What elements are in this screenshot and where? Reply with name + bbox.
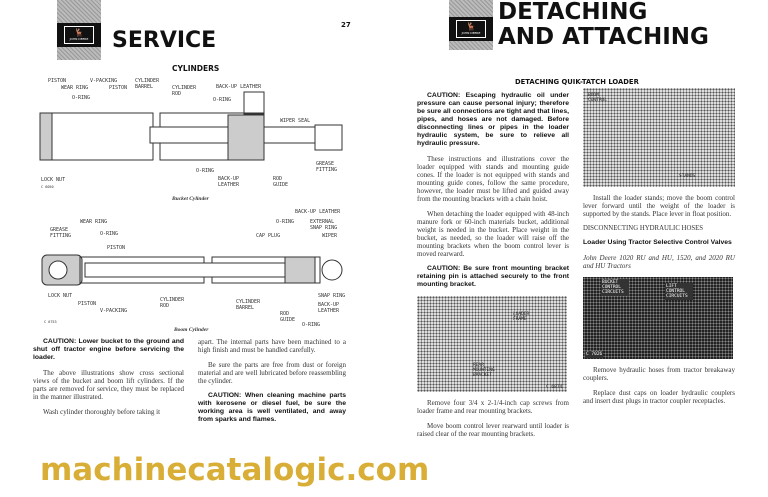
svg-text:FITTING: FITTING <box>50 233 71 239</box>
bucket-cylinder-caption: Bucket Cylinder <box>172 196 209 202</box>
svg-text:BARREL: BARREL <box>236 305 254 311</box>
svg-text:O-RING: O-RING <box>213 97 231 103</box>
subheading-selective-valves: Loader Using Tractor Selective Control V… <box>583 239 732 246</box>
hydraulic-hoses-photo: BUCKET CONTROL CIRCUITS LIFT CONTROL CIR… <box>583 277 733 359</box>
svg-text:WIPER: WIPER <box>322 233 338 239</box>
loader-stands-photo: BOOM CONTROL STANDS <box>583 88 735 187</box>
left-column-1: CAUTION: Lower bucket to the ground and … <box>33 338 184 416</box>
paragraph-instructions: These instructions and illustrations cov… <box>417 155 569 203</box>
svg-text:ROD: ROD <box>273 176 282 182</box>
photo-id: C 6874 <box>546 385 563 390</box>
svg-text:BACK-UP: BACK-UP <box>218 176 239 182</box>
svg-text:GUIDE: GUIDE <box>273 182 288 188</box>
paragraph-detaching: When detaching the loader equipped with … <box>417 210 569 258</box>
photo-label: STANDS <box>679 174 696 179</box>
svg-text:C 6050: C 6050 <box>41 185 54 189</box>
paragraph-wash: Wash cylinder thoroughly before taking i… <box>43 408 161 416</box>
svg-text:CYLINDER: CYLINDER <box>236 299 261 305</box>
loader-photo: LOADER FRAME REAR MOUNTING BRACKET C 687… <box>417 296 567 392</box>
svg-text:PISTON: PISTON <box>78 301 96 307</box>
svg-text:O-RING: O-RING <box>100 231 118 237</box>
page-title: SERVICE <box>112 28 217 53</box>
page-title-line1: DETACHING <box>498 0 648 25</box>
paragraph-move-lever: Move boom control lever rearward until l… <box>417 422 569 438</box>
caution-lower-bucket: CAUTION: Lower bucket to the ground and … <box>33 338 184 361</box>
svg-text:LOCK NUT: LOCK NUT <box>41 177 65 183</box>
paragraph-install-stands: Install the loader stands; move the boom… <box>583 194 735 218</box>
svg-text:BACK-UP LEATHER: BACK-UP LEATHER <box>216 84 262 90</box>
svg-text:SNAP RING: SNAP RING <box>318 293 345 299</box>
svg-text:ROD: ROD <box>160 303 169 309</box>
section-title: CYLINDERS <box>172 64 220 73</box>
svg-text:WIPER SEAL: WIPER SEAL <box>280 118 310 124</box>
svg-text:EXTERNAL: EXTERNAL <box>310 219 334 225</box>
svg-text:SNAP RING: SNAP RING <box>310 225 337 231</box>
svg-text:LEATHER: LEATHER <box>218 182 240 188</box>
svg-text:O-RING: O-RING <box>196 168 214 174</box>
svg-text:LEATHER: LEATHER <box>318 308 340 314</box>
left-column-2: apart. The internal parts have been mach… <box>198 338 346 424</box>
svg-text:ROD: ROD <box>280 311 289 317</box>
page-number: 27 <box>341 21 351 29</box>
svg-text:PISTON: PISTON <box>48 78 66 84</box>
svg-text:FITTING: FITTING <box>316 167 337 173</box>
svg-text:BACK-UP: BACK-UP <box>318 302 339 308</box>
svg-text:GUIDE: GUIDE <box>280 317 295 323</box>
svg-text:ROD: ROD <box>172 91 181 97</box>
svg-text:O-RING: O-RING <box>302 322 320 327</box>
section-title: DETACHING QUIK-TATCH LOADER <box>515 78 639 86</box>
photo-label: LIFT CONTROL CIRCUITS <box>665 283 693 300</box>
svg-text:CYLINDER: CYLINDER <box>160 297 185 303</box>
john-deere-logo: 🦌JOHN DEERE <box>57 0 101 60</box>
paragraph-remove-hoses: Remove hydraulic hoses from tractor brea… <box>583 366 735 382</box>
tractor-models: John Deere 1020 RU and HU, 1520, and 202… <box>583 254 735 270</box>
logo-text: JOHN DEERE <box>461 31 481 35</box>
right-column-1: CAUTION: Escaping hydraulic oil under pr… <box>417 92 569 438</box>
caution-cleaning: CAUTION: When cleaning machine parts wit… <box>198 392 346 423</box>
photo-label: REAR MOUNTING BRACKET <box>473 363 495 378</box>
logo-text: JOHN DEERE <box>69 37 89 41</box>
boom-cylinder-caption: Boom Cylinder <box>174 327 209 333</box>
svg-text:WEAR RING: WEAR RING <box>80 219 107 225</box>
svg-text:GREASE: GREASE <box>316 161 334 167</box>
svg-text:BARREL: BARREL <box>135 84 153 90</box>
svg-text:O-RING: O-RING <box>72 95 90 101</box>
svg-text:C 6753: C 6753 <box>44 320 57 324</box>
photo-label: BOOM CONTROL <box>588 93 607 103</box>
svg-text:O-RING: O-RING <box>276 219 294 225</box>
svg-text:CAP PLUG: CAP PLUG <box>256 233 280 239</box>
photo-label: LOADER FRAME <box>513 312 530 322</box>
svg-text:PISTON: PISTON <box>109 85 127 91</box>
svg-text:GREASE: GREASE <box>50 227 68 233</box>
right-column-2: BOOM CONTROL STANDS Install the loader s… <box>583 88 735 405</box>
watermark: machinecatalogic.com <box>40 452 430 488</box>
caution-hydraulic-oil: CAUTION: Escaping hydraulic oil under pr… <box>417 92 569 147</box>
svg-text:LOCK NUT: LOCK NUT <box>48 293 72 299</box>
photo-label: BUCKET CONTROL CIRCUITS <box>601 279 629 296</box>
paragraph-cap-screws: Remove four 3/4 x 2-1/4-inch cap screws … <box>417 399 569 415</box>
svg-text:CYLINDER: CYLINDER <box>172 85 197 91</box>
paragraph-illustrations: The above illustrations show cross secti… <box>33 369 184 401</box>
john-deere-logo-right: 🦌JOHN DEERE <box>449 0 493 50</box>
svg-text:BACK-UP LEATHER: BACK-UP LEATHER <box>295 209 341 215</box>
svg-text:CYLINDER: CYLINDER <box>135 78 160 84</box>
paragraph-dust-caps: Replace dust caps on loader hydraulic co… <box>583 389 735 405</box>
page-title-line2: AND ATTACHING <box>498 24 709 50</box>
svg-text:V-PACKING: V-PACKING <box>100 308 127 314</box>
svg-text:V-PACKING: V-PACKING <box>90 78 117 84</box>
caution-bracket-pin: CAUTION: Be sure front mounting bracket … <box>417 265 569 288</box>
subheading-disconnecting: DISCONNECTING HYDRAULIC HOSES <box>583 225 704 232</box>
photo-id: C 7026 <box>585 351 604 358</box>
svg-text:PISTON: PISTON <box>107 245 125 251</box>
paragraph-dust: Be sure the parts are free from dust or … <box>198 361 346 385</box>
paragraph-apart: apart. The internal parts have been mach… <box>198 338 346 354</box>
svg-text:WEAR RING: WEAR RING <box>61 85 88 91</box>
